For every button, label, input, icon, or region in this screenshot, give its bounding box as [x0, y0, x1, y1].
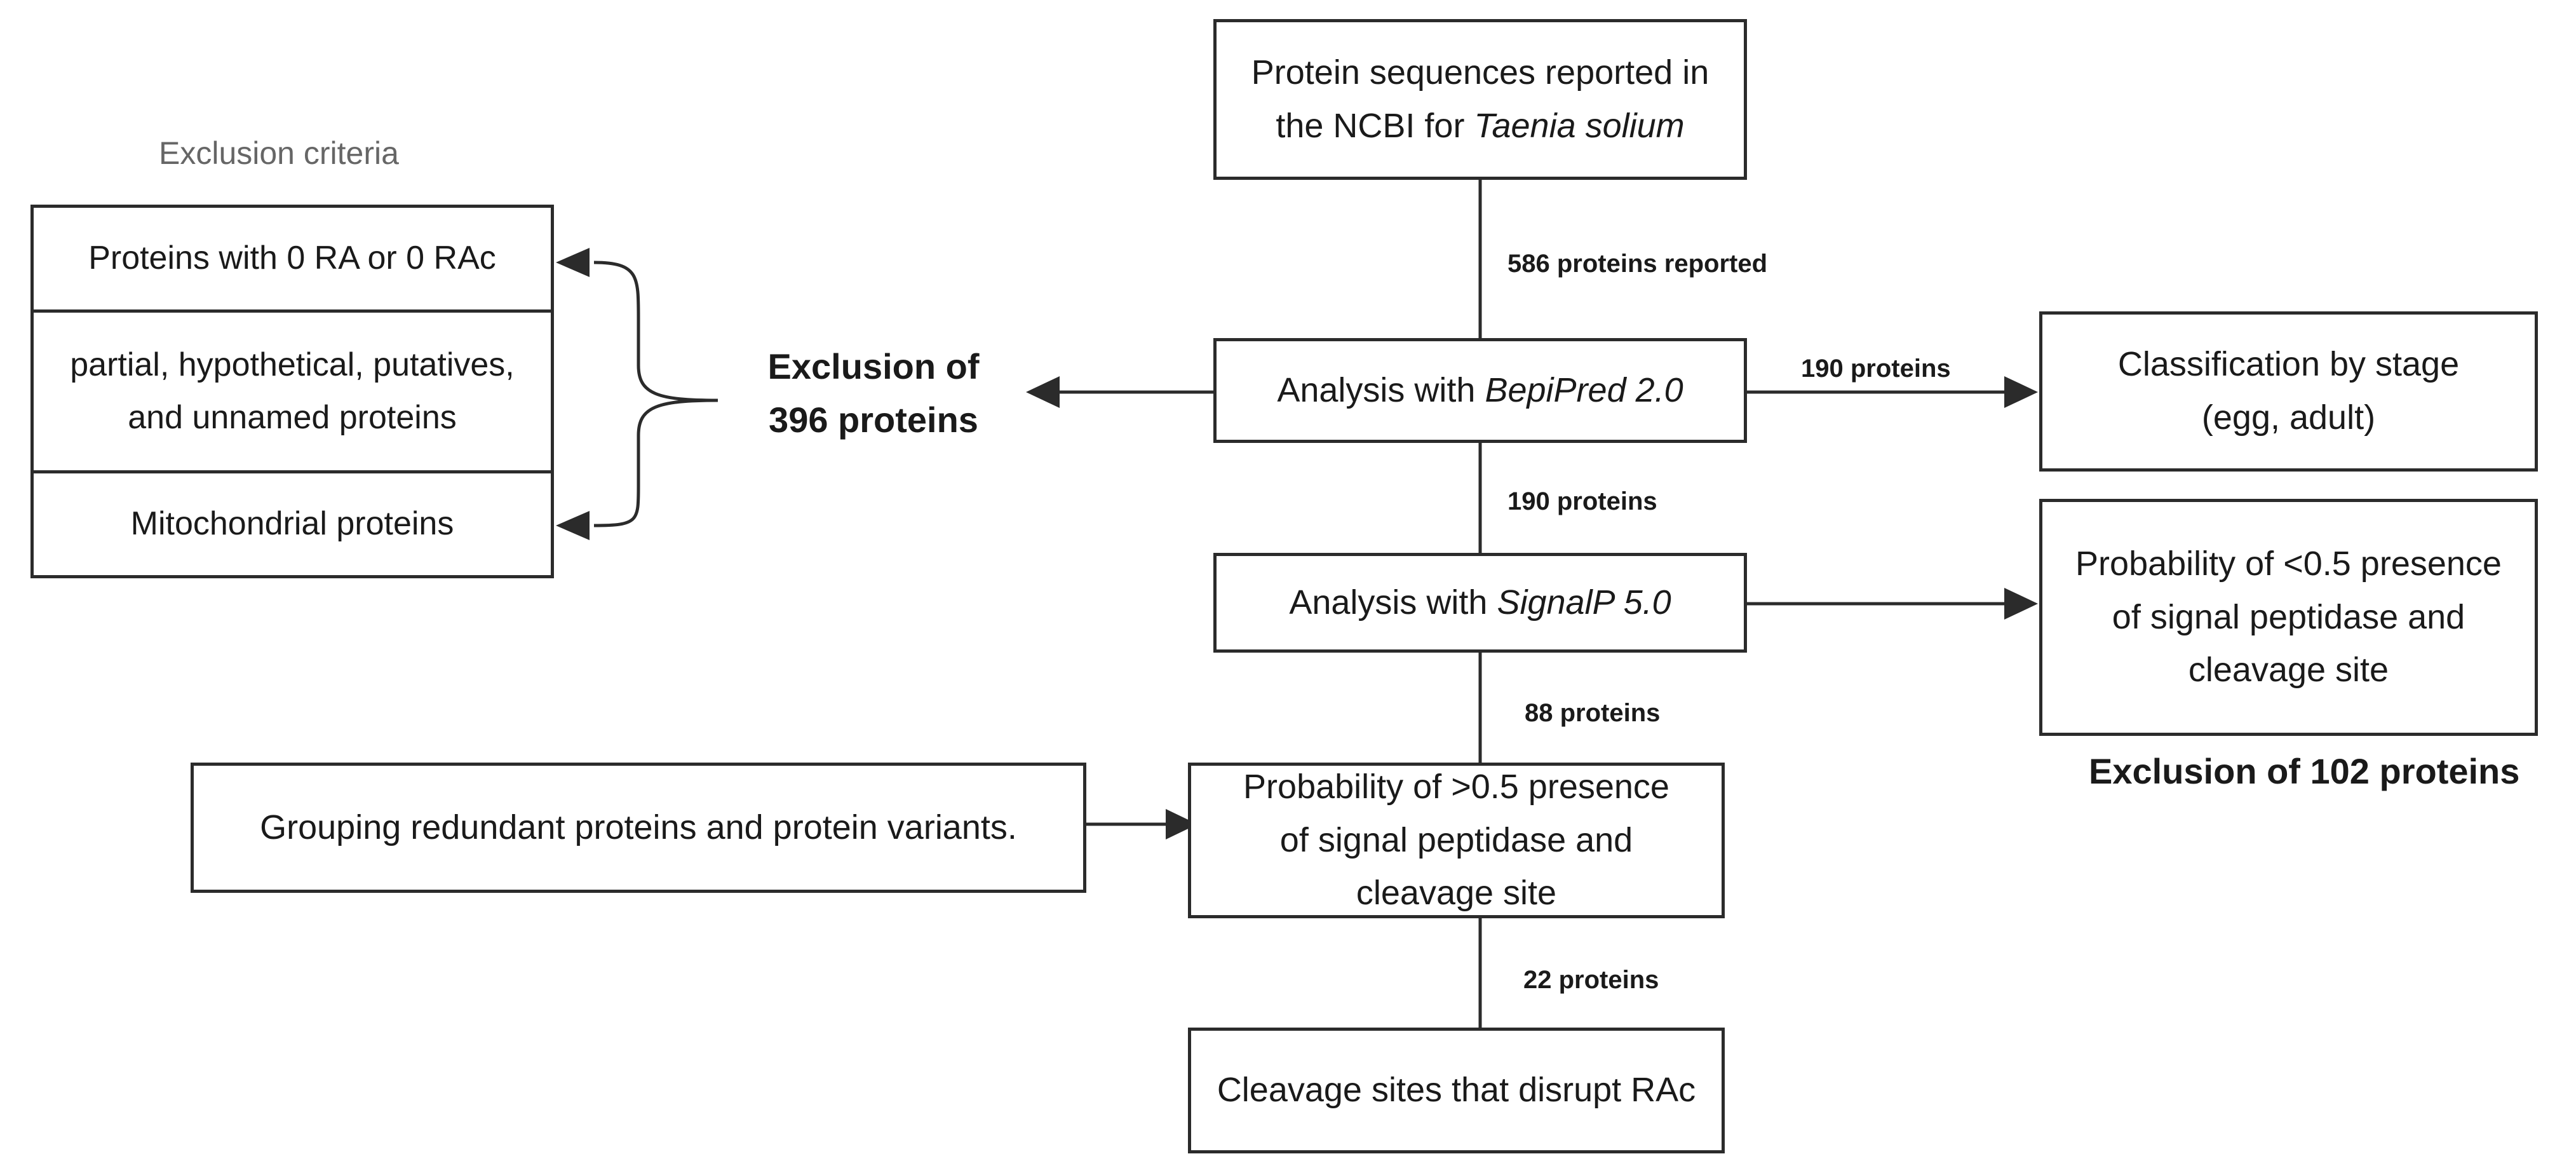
arrowhead-prob-high [1166, 809, 1197, 839]
arrowhead-exclusion-396 [1026, 376, 1060, 408]
node-bepipred-text: Analysis with [1277, 370, 1485, 409]
edge-label-586: 586 proteins reported [1507, 250, 1768, 278]
criteria-item-label: partial, hypothetical, putatives, and un… [70, 346, 515, 436]
edge-label-22: 22 proteins [1523, 966, 1659, 994]
node-bepipred: Analysis with BepiPred 2.0 [1213, 338, 1747, 443]
exclusion-396-label: Exclusion of 396 proteins [767, 346, 980, 440]
exclusion-102-label: Exclusion of 102 proteins [2089, 751, 2520, 791]
criteria-item-label: Proteins with 0 RA or 0 RAc [88, 240, 496, 277]
node-probability-low: Probability of <0.5 presence of signal p… [2039, 499, 2538, 736]
exclusion-criteria-title: Exclusion criteria [159, 135, 399, 171]
node-probability-low-text: Probability of <0.5 presence of signal p… [2075, 544, 2502, 689]
criteria-item-mitochondrial: Mitochondrial proteins [30, 470, 554, 578]
tool-name-signalp: SignalP 5.0 [1497, 583, 1671, 621]
node-ncbi-text: Protein sequences reported in the NCBI f… [1251, 53, 1709, 145]
edge-label-190-signalp: 190 proteins [1507, 487, 1657, 515]
species-name: Taenia solium [1474, 106, 1685, 145]
node-ncbi-sequences: Protein sequences reported in the NCBI f… [1213, 19, 1747, 180]
criteria-item-label: Mitochondrial proteins [130, 505, 454, 543]
criteria-item-zero-ra: Proteins with 0 RA or 0 RAc [30, 205, 554, 313]
node-probability-high: Probability of >0.5 presence of signal p… [1188, 763, 1725, 918]
node-cleavage-sites: Cleavage sites that disrupt RAc [1188, 1028, 1725, 1153]
node-probability-high-text: Probability of >0.5 presence of signal p… [1243, 767, 1669, 913]
node-cleavage-text: Cleavage sites that disrupt RAc [1217, 1071, 1696, 1110]
node-classification-text: Classification by stage (egg, adult) [2117, 345, 2460, 437]
node-signalp-text: Analysis with [1289, 583, 1497, 621]
arrowhead-criteria-bottom [556, 511, 590, 540]
node-classification: Classification by stage (egg, adult) [2039, 311, 2538, 472]
criteria-item-partial: partial, hypothetical, putatives, and un… [30, 309, 554, 473]
arrowhead-classification [2004, 376, 2038, 408]
arrowhead-criteria-top [556, 248, 590, 277]
exclusion-brace [593, 261, 718, 527]
node-grouping: Grouping redundant proteins and protein … [191, 763, 1086, 893]
edge-label-88: 88 proteins [1525, 699, 1661, 727]
edge-label-190-classification: 190 proteins [1801, 355, 1951, 383]
arrowhead-problow [2004, 588, 2038, 620]
node-signalp: Analysis with SignalP 5.0 [1213, 553, 1747, 653]
tool-name-bepipred: BepiPred 2.0 [1485, 370, 1683, 409]
node-grouping-text: Grouping redundant proteins and protein … [260, 808, 1017, 846]
